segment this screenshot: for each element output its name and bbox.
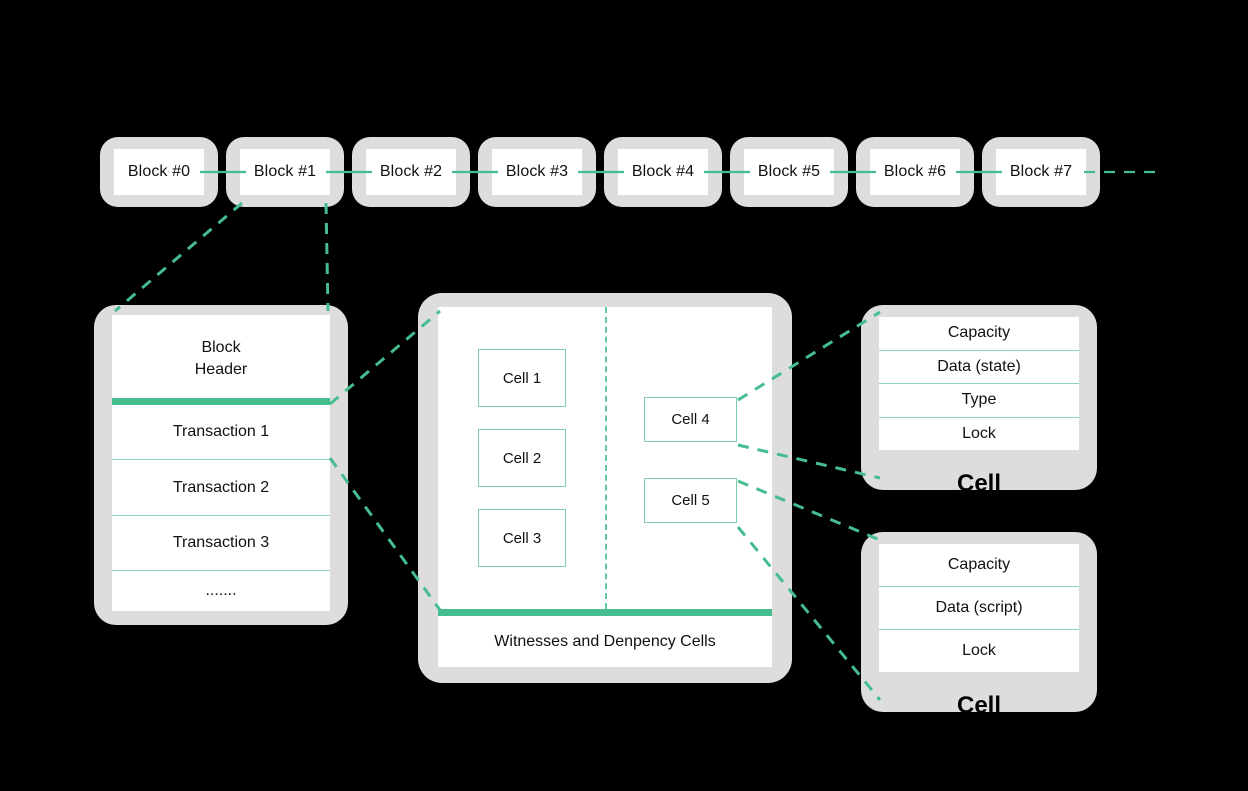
block-chip-2-inner: Block #2 xyxy=(366,149,456,195)
block-chip-7-label: Block #7 xyxy=(1009,163,1073,180)
transaction-row-1[interactable]: Transaction 1 xyxy=(172,423,270,441)
cell-2-divider-1 xyxy=(879,586,1079,587)
block-chip-2[interactable]: Block #2 xyxy=(352,137,470,207)
cell-1-field-data: Data (state) xyxy=(937,357,1021,375)
block-chip-7-inner: Block #7 xyxy=(996,149,1086,195)
block-header-label: Block Header xyxy=(112,315,330,398)
cell-2-field-capacity: Capacity xyxy=(947,556,1011,573)
block-chip-6-inner: Block #6 xyxy=(870,149,960,195)
block-chip-0-inner: Block #0 xyxy=(114,149,204,195)
inputs-outputs-separator xyxy=(605,307,607,609)
cell-detail-2-inner: Capacity Data (script) Lock xyxy=(879,544,1079,672)
link-block1-to-panel-left xyxy=(114,201,243,313)
cell-2-divider-2 xyxy=(879,629,1079,630)
cell-detail-2-caption: Cell xyxy=(956,694,1001,712)
block-chip-3[interactable]: Block #3 xyxy=(478,137,596,207)
block-chip-5-inner: Block #5 xyxy=(744,149,834,195)
transaction-row-3[interactable]: Transaction 3 xyxy=(172,533,270,551)
transaction-detail-inner: Cell 1 Cell 2 Cell 3 Cell 4 Cell 5 Witne… xyxy=(438,307,772,667)
block-chip-0[interactable]: Block #0 xyxy=(100,137,218,207)
transaction-divider-3 xyxy=(112,569,330,571)
block-chip-6-label: Block #6 xyxy=(883,163,947,180)
output-cell-5[interactable]: Cell 5 xyxy=(644,478,737,523)
cell-1-field-capacity: Capacity xyxy=(947,324,1011,342)
output-cell-4[interactable]: Cell 4 xyxy=(644,397,737,442)
input-cell-1[interactable]: Cell 1 xyxy=(478,349,566,407)
block-chip-5-label: Block #5 xyxy=(757,163,821,180)
block-chip-4[interactable]: Block #4 xyxy=(604,137,722,207)
block-chip-0-label: Block #0 xyxy=(127,163,191,180)
block-chip-1[interactable]: Block #1 xyxy=(226,137,344,207)
transaction-cells-area: Cell 1 Cell 2 Cell 3 Cell 4 Cell 5 xyxy=(438,307,772,609)
transaction-divider-2 xyxy=(112,514,330,516)
block-chip-3-inner: Block #3 xyxy=(492,149,582,195)
block-detail-panel[interactable]: Block Header Transaction 1 Transaction 2… xyxy=(94,305,348,625)
block-header-divider xyxy=(112,398,330,406)
block-detail-inner: Block Header Transaction 1 Transaction 2… xyxy=(112,315,330,611)
cell-1-divider-2 xyxy=(879,383,1079,384)
block-chip-5[interactable]: Block #5 xyxy=(730,137,848,207)
transaction-detail-panel[interactable]: Cell 1 Cell 2 Cell 3 Cell 4 Cell 5 Witne… xyxy=(418,293,792,683)
block-chip-1-label: Block #1 xyxy=(253,163,317,180)
block-header-line-2: Header xyxy=(194,360,248,378)
transaction-divider-1 xyxy=(112,459,330,461)
cell-detail-panel-1[interactable]: Capacity Data (state) Type Lock Cell xyxy=(861,305,1097,490)
block-chip-7[interactable]: Block #7 xyxy=(982,137,1100,207)
block-chip-1-inner: Block #1 xyxy=(240,149,330,195)
cell-detail-panel-2[interactable]: Capacity Data (script) Lock Cell xyxy=(861,532,1097,712)
cell-detail-1-inner: Capacity Data (state) Type Lock xyxy=(879,317,1079,450)
cell-1-divider-3 xyxy=(879,416,1079,418)
cell-1-divider-1 xyxy=(879,349,1079,351)
cell-1-field-type: Type xyxy=(961,391,997,409)
transaction-footer-divider xyxy=(438,609,772,616)
block-chip-4-inner: Block #4 xyxy=(618,149,708,195)
block-header-line-1: Block xyxy=(201,339,241,356)
block-chip-6[interactable]: Block #6 xyxy=(856,137,974,207)
block-chip-3-label: Block #3 xyxy=(505,163,569,180)
cell-2-field-lock: Lock xyxy=(962,642,996,659)
block-chip-4-label: Block #4 xyxy=(631,163,695,180)
cell-1-field-lock: Lock xyxy=(962,424,996,442)
link-block1-to-panel-right xyxy=(324,202,330,312)
input-cell-2[interactable]: Cell 2 xyxy=(478,429,566,487)
block-chip-2-label: Block #2 xyxy=(379,163,443,180)
input-cell-3[interactable]: Cell 3 xyxy=(478,509,566,567)
transaction-panel-title: Transaction (Inputs / Outputs) xyxy=(477,282,733,296)
cell-2-field-data: Data (script) xyxy=(935,599,1023,616)
transaction-footer: Witnesses and Denpency Cells xyxy=(438,609,772,667)
transaction-footer-label: Witnesses and Denpency Cells xyxy=(494,632,716,650)
transaction-ellipsis: ....... xyxy=(205,581,237,599)
transaction-row-2[interactable]: Transaction 2 xyxy=(172,478,270,496)
cell-detail-1-caption: Cell xyxy=(956,472,1001,490)
